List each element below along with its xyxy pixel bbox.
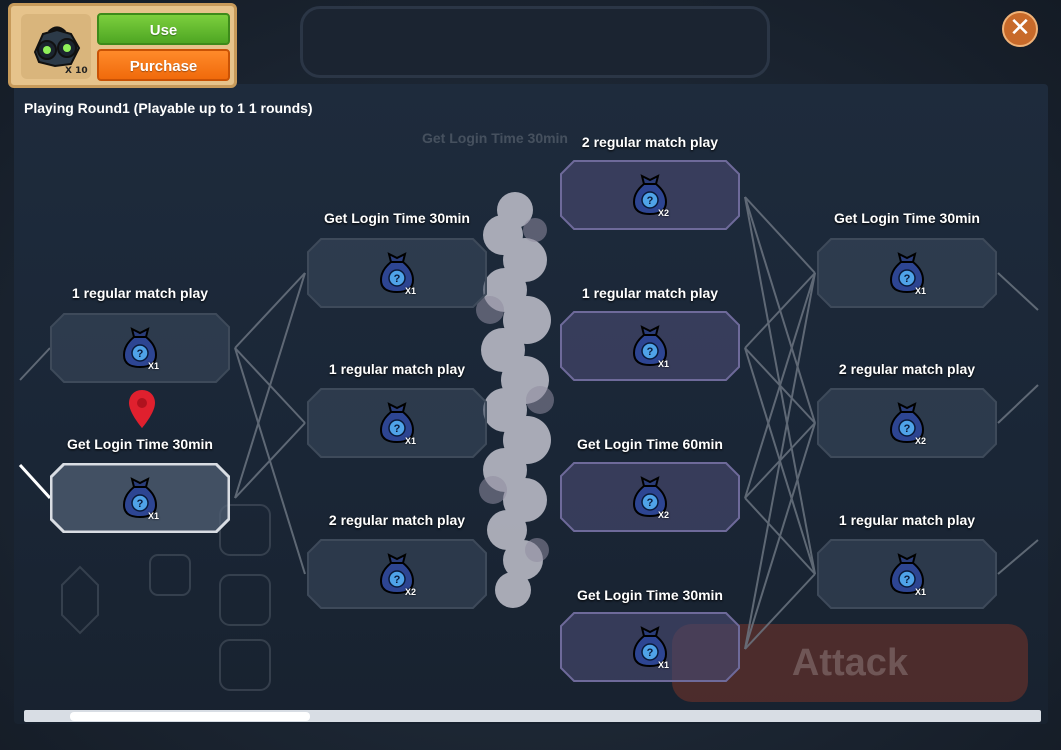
reward-multiplier: X2 xyxy=(658,510,670,520)
reward-multiplier: X1 xyxy=(658,660,670,670)
mystery-bag-icon: ? xyxy=(379,553,415,595)
svg-text:?: ? xyxy=(137,348,144,360)
reward-multiplier: X1 xyxy=(405,286,417,296)
round-info: Playing Round1 (Playable up to 1 1 round… xyxy=(24,100,313,116)
mystery-bag-icon: ? xyxy=(379,252,415,294)
item-count: X 10 xyxy=(65,66,88,76)
reward-multiplier: X1 xyxy=(915,587,927,597)
svg-text:?: ? xyxy=(137,498,144,510)
svg-text:?: ? xyxy=(904,273,911,285)
svg-text:?: ? xyxy=(394,574,401,586)
svg-text:?: ? xyxy=(647,647,654,659)
mystery-bag-icon: ? xyxy=(889,553,925,595)
svg-text:?: ? xyxy=(647,346,654,358)
node-label: Get Login Time 60min xyxy=(577,436,723,452)
mystery-bag-icon: ? xyxy=(632,325,668,367)
mystery-bag-icon: ? xyxy=(632,476,668,518)
node-label: 1 regular match play xyxy=(838,512,976,528)
node-label: 1 regular match play xyxy=(328,361,466,377)
node-label: Get Login Time 30min xyxy=(67,436,213,452)
reward-multiplier: X2 xyxy=(658,208,670,218)
smoke-cloud xyxy=(476,192,554,608)
node-label: Get Login Time 30min xyxy=(324,210,470,226)
node-label: Get Login Time 30min xyxy=(834,210,980,226)
node-label: 1 regular match play xyxy=(71,285,209,301)
mystery-bag-icon: ? xyxy=(889,402,925,444)
svg-text:?: ? xyxy=(647,195,654,207)
reward-multiplier: X1 xyxy=(658,359,670,369)
reward-multiplier: X1 xyxy=(148,361,160,371)
svg-text:?: ? xyxy=(904,574,911,586)
title-banner xyxy=(300,6,770,78)
use-button[interactable]: Use xyxy=(97,13,230,45)
mystery-bag-icon: ? xyxy=(632,174,668,216)
ghost-label: Get Login Time 30min xyxy=(422,130,568,146)
node-label: 2 regular match play xyxy=(328,512,466,528)
mystery-bag-icon: ? xyxy=(379,402,415,444)
binoculars-icon: X 10 xyxy=(21,14,91,79)
reward-multiplier: X2 xyxy=(405,587,417,597)
svg-text:?: ? xyxy=(394,423,401,435)
node-label: 2 regular match play xyxy=(581,134,719,150)
node-label: 2 regular match play xyxy=(838,361,976,377)
location-pin-icon xyxy=(129,390,155,428)
svg-text:?: ? xyxy=(647,497,654,509)
svg-text:?: ? xyxy=(904,423,911,435)
mystery-bag-icon: ? xyxy=(122,477,158,519)
reward-multiplier: X1 xyxy=(148,511,160,521)
node-label: 1 regular match play xyxy=(581,285,719,301)
mystery-bag-icon: ? xyxy=(122,327,158,369)
purchase-button[interactable]: Purchase xyxy=(97,49,230,81)
close-icon[interactable]: ✕ xyxy=(1002,11,1038,47)
reward-multiplier: X1 xyxy=(915,286,927,296)
mystery-bag-icon: ? xyxy=(889,252,925,294)
mystery-bag-icon: ? xyxy=(632,626,668,668)
node-label: Get Login Time 30min xyxy=(577,587,723,603)
reward-multiplier: X2 xyxy=(915,436,927,446)
item-box: X 10 Use Purchase xyxy=(8,3,237,88)
reward-multiplier: X1 xyxy=(405,436,417,446)
svg-text:?: ? xyxy=(394,273,401,285)
scrollbar-thumb[interactable] xyxy=(70,712,310,721)
